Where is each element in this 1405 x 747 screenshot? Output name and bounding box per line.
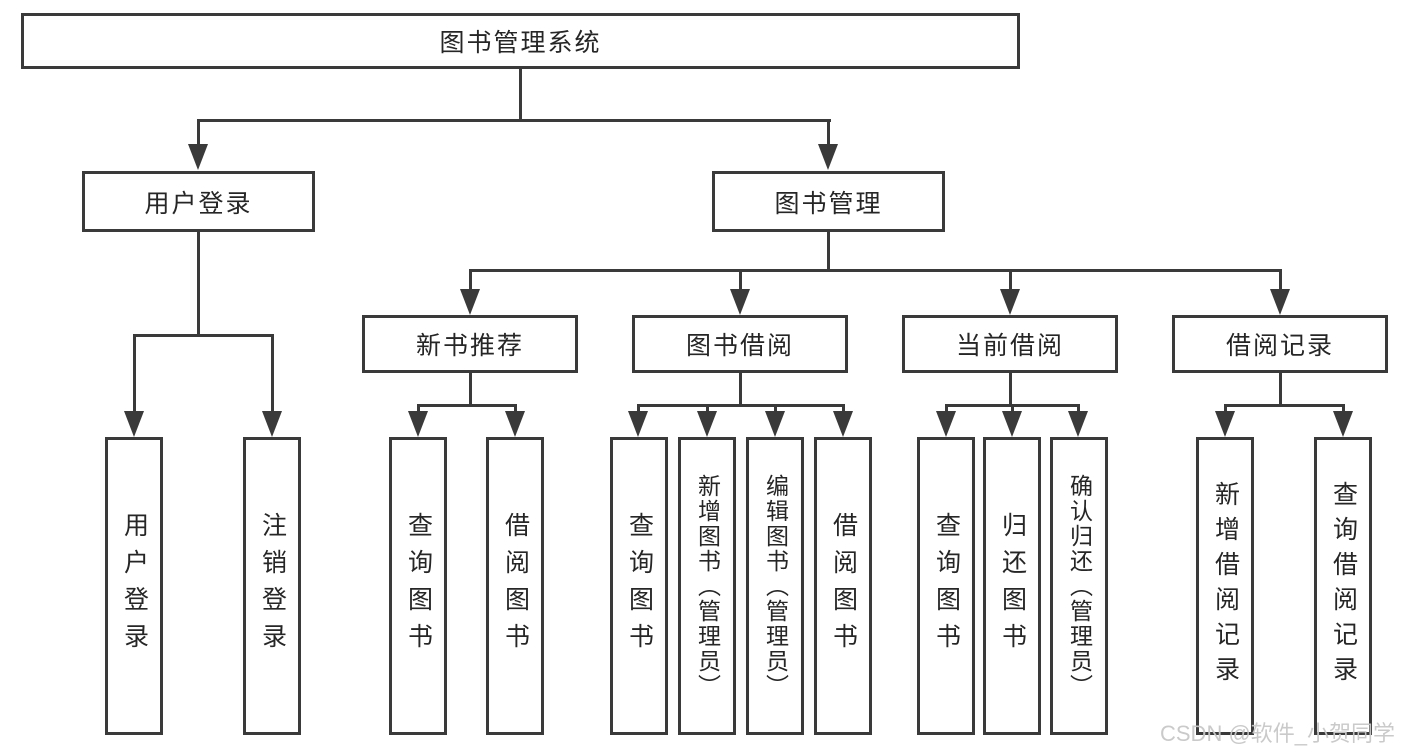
arrowhead-icon	[765, 411, 785, 437]
connector-records-stem	[1279, 373, 1282, 407]
connector-newbook-drop-2	[514, 404, 517, 414]
connector-root-drop-left	[197, 119, 200, 147]
connector-userlogin-drop-2	[271, 334, 274, 414]
leaf-borrow-books: 借阅图书	[814, 437, 872, 735]
connector-root-drop-right	[827, 119, 830, 147]
node-book-management-label: 图书管理	[774, 189, 883, 218]
arrowhead-icon	[262, 411, 282, 437]
arrowhead-icon	[628, 411, 648, 437]
node-borrowing-records-label: 借阅记录	[1225, 332, 1334, 360]
connector-bookmgmt-drop-3	[1009, 269, 1012, 291]
leaf-add-borrow-record: 新增借阅记录	[1196, 437, 1254, 735]
connector-borrowing-drop-2	[706, 404, 709, 414]
leaf-confirm-return-admin: 确认归还（管理员）	[1050, 437, 1108, 735]
leaf-return-books: 归还图书	[983, 437, 1041, 735]
node-user-login: 用户登录	[82, 171, 315, 232]
node-current-borrowing: 当前借阅	[902, 315, 1118, 373]
leaf-logout-label: 注销登录	[258, 512, 287, 660]
arrowhead-icon	[1270, 289, 1290, 315]
connector-current-drop-2	[1011, 404, 1014, 414]
connector-userlogin-stem	[197, 232, 200, 337]
arrowhead-icon	[936, 411, 956, 437]
arrowhead-icon	[124, 411, 144, 437]
node-current-borrowing-label: 当前借阅	[955, 332, 1064, 360]
leaf-query-borrow-record-label: 查询借阅记录	[1329, 481, 1358, 691]
leaf-logout: 注销登录	[243, 437, 301, 735]
connector-records-bar	[1224, 404, 1344, 407]
connector-newbook-stem	[469, 373, 472, 407]
arrowhead-icon	[1215, 411, 1235, 437]
leaf-add-books-admin-label: 新增图书（管理员）	[694, 473, 721, 699]
leaf-query-books-recommend: 查询图书	[389, 437, 447, 735]
connector-bookmgmt-drop-2	[739, 269, 742, 291]
leaf-borrow-books-label: 借阅图书	[829, 512, 858, 660]
node-user-login-label: 用户登录	[144, 189, 253, 218]
leaf-borrow-books-recommend-label: 借阅图书	[501, 512, 530, 660]
leaf-query-books-borrowing-label: 查询图书	[625, 512, 654, 660]
leaf-query-books-current-label: 查询图书	[932, 512, 961, 660]
arrowhead-icon	[460, 289, 480, 315]
node-borrowing-records: 借阅记录	[1172, 315, 1388, 373]
leaf-query-books-current: 查询图书	[917, 437, 975, 735]
connector-records-drop-2	[1342, 404, 1345, 414]
node-book-borrowing-label: 图书借阅	[685, 332, 794, 360]
leaf-user-login: 用户登录	[105, 437, 163, 735]
arrowhead-icon	[818, 144, 838, 170]
node-new-book-recommend-label: 新书推荐	[415, 332, 524, 360]
connector-borrowing-drop-1	[637, 404, 640, 414]
connector-current-stem	[1009, 373, 1012, 407]
leaf-add-books-admin: 新增图书（管理员）	[678, 437, 736, 735]
leaf-query-books-borrowing: 查询图书	[610, 437, 668, 735]
connector-newbook-bar	[417, 404, 517, 407]
connector-userlogin-drop-1	[133, 334, 136, 414]
connector-borrowing-drop-3	[774, 404, 777, 414]
connector-newbook-drop-1	[417, 404, 420, 414]
connector-current-drop-1	[945, 404, 948, 414]
arrowhead-icon	[697, 411, 717, 437]
arrowhead-icon	[1333, 411, 1353, 437]
arrowhead-icon	[188, 144, 208, 170]
arrowhead-icon	[730, 289, 750, 315]
connector-current-drop-3	[1077, 404, 1080, 414]
connector-bookmgmt-drop-1	[469, 269, 472, 291]
arrowhead-icon	[1068, 411, 1088, 437]
leaf-edit-books-admin: 编辑图书（管理员）	[746, 437, 804, 735]
arrowhead-icon	[1002, 411, 1022, 437]
arrowhead-icon	[833, 411, 853, 437]
connector-userlogin-bar	[133, 334, 273, 337]
leaf-edit-books-admin-label: 编辑图书（管理员）	[762, 473, 789, 699]
leaf-confirm-return-admin-label: 确认归还（管理员）	[1066, 473, 1093, 699]
connector-records-drop-1	[1224, 404, 1227, 414]
leaf-borrow-books-recommend: 借阅图书	[486, 437, 544, 735]
node-book-management: 图书管理	[712, 171, 945, 232]
node-root: 图书管理系统	[21, 13, 1020, 69]
leaf-user-login-label: 用户登录	[120, 512, 149, 660]
connector-bookmgmt-stem	[827, 232, 830, 272]
leaf-query-books-recommend-label: 查询图书	[404, 512, 433, 660]
node-new-book-recommend: 新书推荐	[362, 315, 578, 373]
leaf-add-borrow-record-label: 新增借阅记录	[1211, 481, 1240, 691]
connector-root-bar	[197, 119, 831, 122]
arrowhead-icon	[505, 411, 525, 437]
leaf-query-borrow-record: 查询借阅记录	[1314, 437, 1372, 735]
arrowhead-icon	[408, 411, 428, 437]
csdn-watermark: CSDN @软件_小贺同学	[1160, 721, 1396, 746]
connector-borrowing-stem	[739, 373, 742, 407]
leaf-return-books-label: 归还图书	[998, 512, 1027, 660]
node-root-label: 图书管理系统	[439, 29, 602, 57]
connector-borrowing-drop-4	[842, 404, 845, 414]
connector-bookmgmt-drop-4	[1279, 269, 1282, 291]
connector-bookmgmt-bar	[469, 269, 1282, 272]
connector-borrowing-bar	[637, 404, 845, 407]
node-book-borrowing: 图书借阅	[632, 315, 848, 373]
arrowhead-icon	[1000, 289, 1020, 315]
connector-root-stem	[519, 68, 522, 122]
